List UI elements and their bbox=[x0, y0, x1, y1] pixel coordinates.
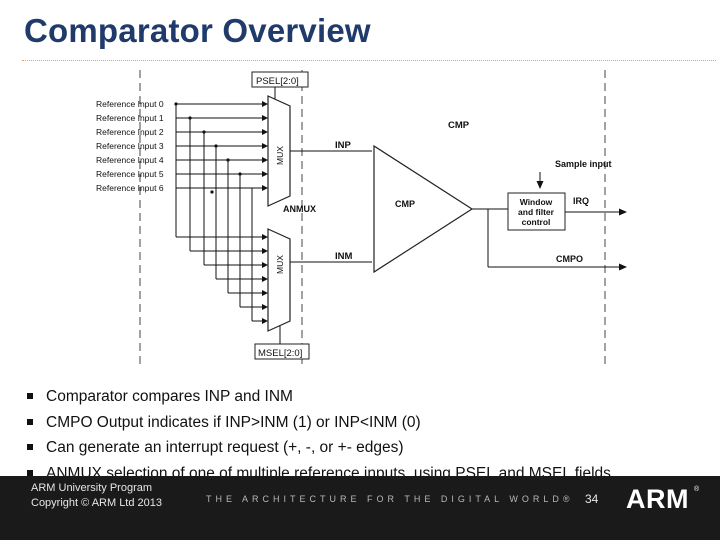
footer-program-name: ARM University Program bbox=[31, 482, 153, 494]
bullet-square-icon bbox=[27, 444, 33, 450]
cmpo-label: CMPO bbox=[556, 254, 583, 264]
bullet-text: Comparator compares INP and INM bbox=[46, 388, 293, 405]
footer-copyright: Copyright © ARM Ltd 2013 bbox=[31, 497, 163, 509]
inp-label: INP bbox=[335, 140, 352, 151]
bullet-square-icon bbox=[27, 469, 33, 476]
bullet-list: Comparator compares INP and INM CMPO Out… bbox=[26, 388, 611, 490]
cmp-label-center: CMP bbox=[395, 199, 415, 209]
reference-input-3: Reference Input 3 bbox=[96, 141, 164, 151]
cmp-label-top: CMP bbox=[448, 120, 470, 131]
window-filter-line-1: Window bbox=[520, 197, 553, 207]
bullet-text: CMPO Output indicates if INP>INM (1) or … bbox=[46, 413, 421, 431]
bullet-item: Can generate an interrupt request (+, -,… bbox=[26, 439, 404, 465]
mux-bottom-label: MUX bbox=[275, 255, 285, 274]
comparator-triangle bbox=[373, 144, 474, 274]
bullet-square-icon bbox=[27, 393, 33, 399]
sample-input-label: Sample input bbox=[555, 159, 612, 169]
reference-input-0: Reference Input 0 bbox=[96, 99, 164, 109]
bullet-square-icon bbox=[27, 418, 33, 425]
bullet-item: CMPO Output indicates if INP>INM (1) or … bbox=[26, 414, 421, 440]
input-arrowheads-top bbox=[262, 101, 268, 191]
reference-input-6: Reference Input 6 bbox=[96, 183, 164, 193]
reference-input-labels: Reference Input 0 Reference Input 1 Refe… bbox=[96, 99, 164, 193]
reference-input-2: Reference Input 2 bbox=[96, 127, 164, 137]
comparator-block-diagram: PSEL[2:0] Reference Input 0 Reference In… bbox=[96, 70, 627, 365]
mux-top bbox=[267, 95, 291, 207]
window-filter-line-2: and filter bbox=[518, 207, 555, 217]
footer-program-info: ARM University Program Copyright © ARM L… bbox=[31, 481, 162, 511]
reference-input-wires bbox=[176, 103, 262, 189]
footer-tagline: THE ARCHITECTURE FOR THE DIGITAL WORLD® bbox=[206, 494, 574, 504]
mux-top-label: MUX bbox=[275, 146, 285, 165]
msel-label: MSEL[2:0] bbox=[258, 348, 302, 359]
bullet-item: Comparator compares INP and INM bbox=[26, 388, 293, 414]
bullet-text: Can generate an interrupt request (+, -,… bbox=[46, 439, 404, 456]
slide-title: Comparator Overview bbox=[24, 12, 371, 49]
reference-input-5: Reference Input 5 bbox=[96, 169, 164, 179]
mux-bottom bbox=[267, 228, 291, 332]
page-number: 34 bbox=[585, 492, 599, 506]
window-filter-line-3: control bbox=[522, 217, 551, 227]
psel-box bbox=[251, 71, 309, 88]
msel-box bbox=[254, 343, 310, 360]
arm-logo: ARM bbox=[626, 484, 689, 514]
anmux-label: ANMUX bbox=[283, 204, 316, 214]
slide-footer: ARM University Program Copyright © ARM L… bbox=[0, 476, 720, 540]
reference-input-1: Reference Input 1 bbox=[96, 113, 164, 123]
psel-label: PSEL[2:0] bbox=[256, 76, 299, 87]
window-filter-control-box bbox=[507, 192, 566, 231]
branch-wires bbox=[175, 104, 253, 321]
branch-dots bbox=[174, 102, 242, 194]
reference-input-4: Reference Input 4 bbox=[96, 155, 164, 165]
inm-label: INM bbox=[335, 251, 353, 262]
arm-logo-registered-mark: ® bbox=[694, 486, 700, 493]
input-arrowheads-bottom bbox=[262, 234, 268, 324]
irq-label: IRQ bbox=[573, 196, 589, 206]
title-divider bbox=[22, 60, 716, 61]
reference-input-wires-bottom bbox=[176, 236, 262, 322]
